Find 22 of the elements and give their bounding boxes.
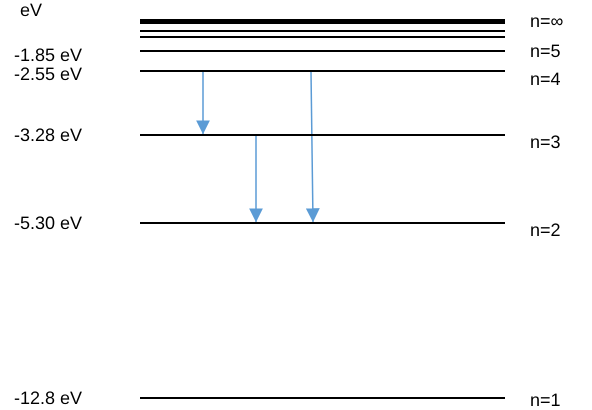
- energy-label: -12.8 eV: [14, 388, 82, 408]
- energy-label: -1.85 eV: [14, 45, 82, 65]
- energy-level-line: [140, 134, 505, 136]
- level-label: n=3: [530, 132, 561, 152]
- energy-level-line: [140, 397, 505, 399]
- transition-arrow: [249, 136, 263, 222]
- energy-label: -2.55 eV: [14, 64, 82, 84]
- energy-level-line: [140, 36, 505, 38]
- energy-level-line: [140, 222, 505, 224]
- energy-level-line: [140, 50, 505, 52]
- level-label: n=∞: [530, 11, 564, 31]
- energy-level-line: [140, 70, 505, 72]
- level-label: n=5: [530, 41, 561, 61]
- level-label: n=1: [530, 390, 561, 410]
- level-label: n=2: [530, 220, 561, 240]
- transition-arrow: [196, 72, 210, 134]
- unit-label: eV: [20, 0, 42, 20]
- transition-arrow: [306, 72, 320, 222]
- energy-level-line: [140, 30, 505, 32]
- level-label: n=4: [530, 69, 561, 89]
- energy-label: -3.28 eV: [14, 125, 82, 145]
- energy-label: -5.30 eV: [14, 213, 82, 233]
